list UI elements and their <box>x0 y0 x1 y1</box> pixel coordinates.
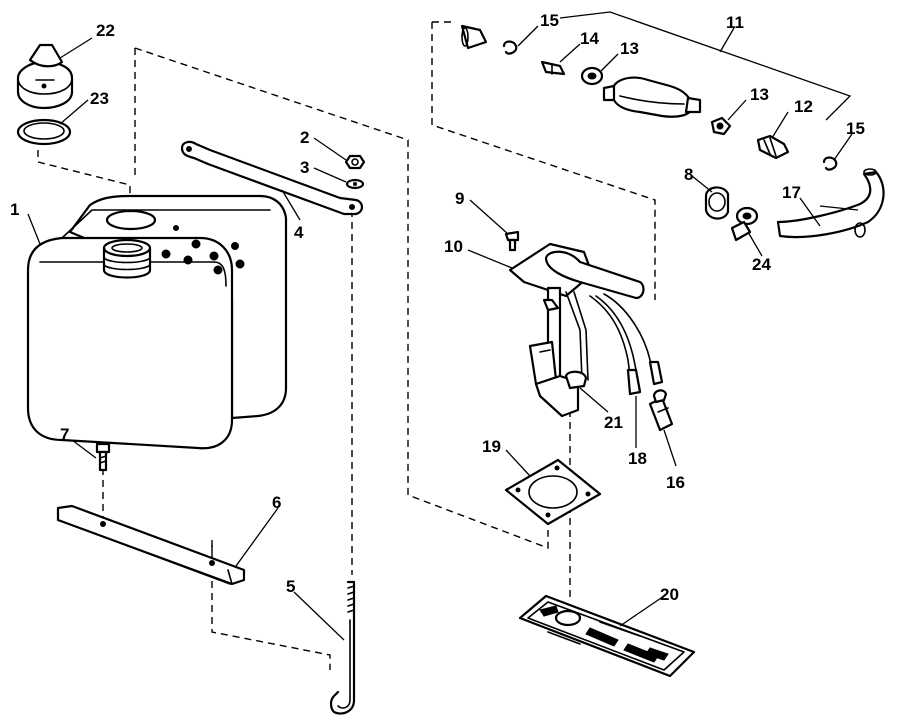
callout-5: 5 <box>286 577 295 596</box>
hose-fitting-part-14 <box>460 24 566 76</box>
fuel-pickup-part-10 <box>508 242 645 382</box>
clamp-part-13-right <box>710 116 732 136</box>
clip-part-15-right <box>822 156 838 171</box>
callout-11: 11 <box>726 13 744 32</box>
callout-19: 19 <box>482 437 501 456</box>
callout-21: 21 <box>604 413 623 432</box>
clip-part-15-top <box>502 40 518 55</box>
nut-part-2 <box>344 154 366 170</box>
wires-part-18 <box>589 293 664 396</box>
hose-part-17 <box>776 168 885 239</box>
leader-lines <box>27 11 859 641</box>
clamp-part-13-top <box>580 66 604 86</box>
hose-clamp-part-8 <box>704 186 730 220</box>
bracket-part-6 <box>56 504 246 586</box>
callout-12: 12 <box>794 97 813 116</box>
callout-10: 10 <box>444 237 463 256</box>
hold-down-rod-part-5 <box>329 580 356 715</box>
callout-14: 14 <box>580 29 599 48</box>
callout-13-top: 13 <box>620 39 639 58</box>
primer-bulb-part-11 <box>602 76 702 118</box>
callout-9: 9 <box>455 189 464 208</box>
callout-20: 20 <box>660 585 679 604</box>
callout-15-right: 15 <box>846 119 865 138</box>
screw-part-9 <box>504 230 520 252</box>
callout-18: 18 <box>628 449 647 468</box>
bolt-part-7 <box>95 442 111 472</box>
filler-cap-part-22 <box>16 43 74 110</box>
callout-6: 6 <box>272 493 281 512</box>
callout-23: 23 <box>90 89 109 108</box>
gauge-plate-part-20 <box>518 594 696 678</box>
callout-16: 16 <box>666 473 685 492</box>
callout-2: 2 <box>300 128 309 147</box>
connector-part-12 <box>756 134 790 160</box>
fuel-tank-part-1 <box>26 194 288 450</box>
washer-part-3 <box>345 178 365 190</box>
callout-4: 4 <box>294 223 304 242</box>
assembly-dashed-lines <box>37 21 656 670</box>
sending-unit-part-21 <box>528 340 588 418</box>
callout-22: 22 <box>96 21 115 40</box>
callout-13-right: 13 <box>750 85 769 104</box>
mount-gasket-part-19 <box>504 458 602 526</box>
callout-1: 1 <box>10 200 19 219</box>
callout-24: 24 <box>752 255 771 274</box>
terminal-part-16 <box>648 389 674 432</box>
callout-7: 7 <box>60 425 69 444</box>
callout-3: 3 <box>300 158 309 177</box>
strap-part-4 <box>180 140 364 216</box>
callout-17: 17 <box>782 183 801 202</box>
callout-15-top: 15 <box>540 11 559 30</box>
cap-gasket-part-23 <box>16 118 72 146</box>
callout-8: 8 <box>684 165 693 184</box>
callout-labels: 1 2 3 4 5 6 7 8 9 10 11 12 13 13 14 15 1… <box>10 11 865 604</box>
elbow-fitting-part-24 <box>730 206 759 242</box>
